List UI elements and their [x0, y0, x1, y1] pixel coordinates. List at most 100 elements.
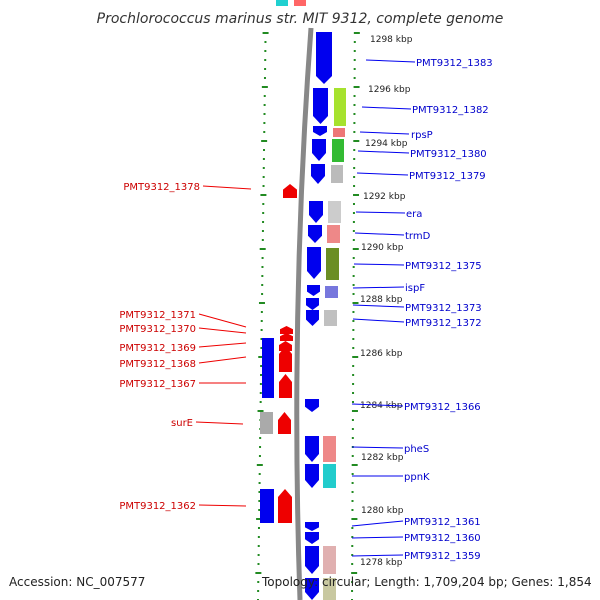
gene-label-reverse[interactable]: PMT9312_1367 [119, 379, 196, 390]
tick-mark [353, 167, 356, 169]
tick-mark [352, 311, 355, 313]
gene-label-forward[interactable]: PMT9312_1382 [412, 105, 489, 116]
gene-label-forward[interactable]: PMT9312_1383 [416, 58, 493, 69]
tick-mark [353, 131, 356, 133]
gene-arrow-forward [306, 310, 319, 326]
tick-mark [257, 536, 260, 538]
topology-summary: Topology: circular; Length: 1,709,204 bp… [261, 575, 592, 589]
tick-mark [258, 491, 261, 493]
gene-label-reverse[interactable]: PMT9312_1378 [123, 182, 200, 193]
leader-line [352, 318, 405, 323]
leader-line [365, 59, 416, 63]
gene-label-reverse[interactable]: PMT9312_1369 [119, 343, 196, 354]
tick-mark [352, 374, 355, 376]
gene-label-forward[interactable]: PMT9312_1361 [404, 517, 481, 528]
gene-label-reverse[interactable]: PMT9312_1368 [119, 359, 196, 370]
tick-mark [353, 41, 356, 43]
tick-mark [353, 50, 356, 52]
kbp-label: 1298 kbp [370, 35, 413, 45]
tick-mark [256, 464, 263, 466]
gene-arrow-forward [305, 436, 319, 462]
tick-mark [353, 185, 356, 187]
tick-mark [261, 86, 268, 88]
tick-mark [353, 176, 356, 178]
gene-label-forward[interactable]: PMT9312_1379 [409, 171, 486, 182]
kbp-label: 1278 kbp [360, 558, 403, 568]
tick-mark [257, 410, 264, 412]
gene-arrow-reverse [279, 346, 292, 372]
tick-mark [353, 32, 360, 34]
gene-label-forward[interactable]: PMT9312_1372 [405, 318, 482, 329]
tick-mark [259, 437, 262, 439]
gene-label-forward[interactable]: ppnK [404, 472, 430, 483]
tick-mark [260, 320, 263, 322]
gene-label-forward[interactable]: PMT9312_1359 [404, 551, 481, 562]
tick-mark [351, 455, 354, 457]
gene-label-forward[interactable]: trmD [405, 231, 431, 242]
leader-line [352, 286, 405, 289]
tick-mark [258, 302, 265, 304]
tick-mark [353, 194, 360, 196]
gene-label-reverse[interactable]: surE [171, 418, 193, 429]
gene-label-reverse[interactable]: PMT9312_1370 [119, 324, 196, 335]
tick-mark [351, 437, 354, 439]
tick-mark [257, 545, 260, 547]
gene-label-forward[interactable]: era [406, 209, 422, 220]
gene-arrow-forward [305, 399, 319, 412]
tick-mark [257, 527, 260, 529]
tick-mark [257, 581, 260, 583]
kbp-label: 1292 kbp [363, 192, 406, 202]
gene-label-forward[interactable]: PMT9312_1373 [405, 303, 482, 314]
tick-mark [353, 59, 356, 61]
tick-mark [352, 203, 355, 205]
gene-arrow-forward [305, 532, 319, 544]
tick-mark [353, 86, 360, 88]
tick-mark [263, 104, 266, 106]
tick-mark [352, 212, 355, 214]
gene-arrow-forward [313, 126, 327, 136]
gene-category-block [260, 489, 274, 523]
tick-mark [351, 572, 358, 574]
gene-category-block [324, 310, 337, 326]
gene-block-top-cyan [276, 0, 288, 6]
gene-label-forward[interactable]: PMT9312_1375 [405, 261, 482, 272]
tick-mark [262, 212, 265, 214]
gene-arrow-forward [305, 578, 319, 600]
leader-line [202, 185, 252, 190]
gene-label-forward[interactable]: pheS [404, 444, 429, 455]
gene-arrow-forward [311, 164, 325, 184]
tick-mark [263, 131, 266, 133]
tick-mark [352, 320, 355, 322]
gene-label-forward[interactable]: PMT9312_1366 [404, 402, 481, 413]
leader-line [355, 211, 406, 214]
gene-shapes [260, 32, 346, 600]
tick-mark [351, 590, 354, 592]
tick-mark [259, 446, 262, 448]
gene-label-forward[interactable]: PMT9312_1360 [404, 533, 481, 544]
gene-category-block [323, 546, 336, 574]
tick-mark [261, 293, 264, 295]
gene-label-forward[interactable]: PMT9312_1380 [410, 149, 487, 160]
gene-label-reverse[interactable]: PMT9312_1362 [119, 501, 196, 512]
leader-line [361, 106, 412, 110]
gene-category-block [334, 88, 346, 126]
tick-mark [261, 284, 264, 286]
gene-label-reverse[interactable]: PMT9312_1371 [119, 310, 196, 321]
tick-mark [259, 383, 262, 385]
tick-mark [259, 392, 262, 394]
kbp-label: 1290 kbp [361, 243, 404, 253]
forward-gene-labels: PMT9312_1383 PMT9312_1382 rpsP PMT9312_1… [404, 58, 493, 562]
leader-line [198, 327, 247, 334]
tick-mark [264, 41, 267, 43]
tick-mark [261, 266, 264, 268]
leader-line [198, 504, 247, 507]
leader-line [195, 421, 244, 425]
tick-mark [255, 572, 262, 574]
tick-mark [258, 500, 261, 502]
tick-mark [260, 329, 263, 331]
tick-mark [258, 509, 261, 511]
gene-label-forward[interactable]: ispF [405, 283, 425, 294]
gene-label-forward[interactable]: rpsP [411, 130, 433, 141]
tick-mark [351, 401, 354, 403]
leader-line [351, 536, 404, 539]
